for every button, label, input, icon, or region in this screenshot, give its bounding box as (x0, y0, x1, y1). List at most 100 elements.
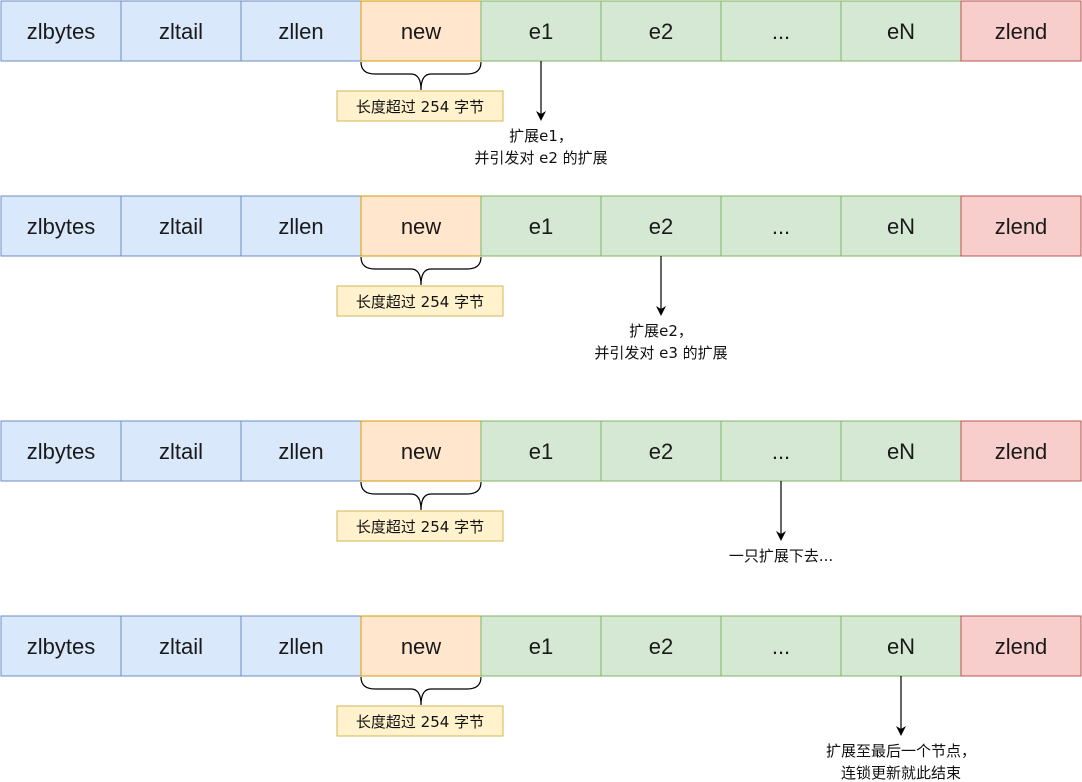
cell-zltail: zltail (120, 195, 242, 257)
cell-en: eN (840, 195, 962, 257)
cell-label: zltail (159, 19, 203, 44)
cell-label: ... (772, 439, 790, 464)
new-brace (360, 61, 482, 91)
cell-label: e1 (529, 19, 553, 44)
cell-box (720, 195, 842, 257)
cell-box (240, 195, 362, 257)
cell-label: new (401, 634, 441, 659)
cell-box (600, 0, 722, 62)
cell-zltail: zltail (120, 615, 242, 677)
cell-e1: e1 (480, 195, 602, 257)
propagation-note: 扩展e2， 并引发对 e3 的扩展 (594, 322, 727, 362)
cell-label: eN (887, 19, 915, 44)
cell-box (120, 195, 242, 257)
new-size-label: 长度超过 254 字节 (336, 510, 504, 542)
cell-box (240, 420, 362, 482)
cell-zlbytes: zlbytes (0, 420, 122, 482)
cell-label: ... (772, 19, 790, 44)
cell-new: new (360, 195, 482, 257)
cell-box (0, 615, 122, 677)
cell-label: e2 (649, 19, 673, 44)
note-line: 扩展e2， (629, 322, 693, 340)
new-size-label: 长度超过 254 字节 (336, 285, 504, 317)
cell-e1: e1 (480, 0, 602, 62)
label-text: 长度超过 254 字节 (356, 713, 484, 731)
cell-box (480, 195, 602, 257)
cell-box (960, 195, 1082, 257)
new-size-label: 长度超过 254 字节 (336, 705, 504, 737)
cell-zllen: zllen (240, 615, 362, 677)
cell-box (480, 0, 602, 62)
cell-label: zlend (995, 634, 1048, 659)
cell-box (360, 195, 482, 257)
cell-label: e1 (529, 439, 553, 464)
cell-label: zltail (159, 214, 203, 239)
cell-e2: e2 (600, 0, 722, 62)
cell-label: zllen (278, 634, 323, 659)
cell-zlend: zlend (960, 0, 1082, 62)
new-brace (360, 676, 482, 706)
cell-ellipsis: ... (720, 615, 842, 677)
cell-label: zltail (159, 439, 203, 464)
cell-label: zllen (278, 214, 323, 239)
cell-label: e1 (529, 634, 553, 659)
label-box (336, 285, 504, 317)
cell-box (600, 420, 722, 482)
note-line: 连锁更新就此结束 (841, 764, 961, 782)
cell-box (720, 0, 842, 62)
cell-zlend: zlend (960, 615, 1082, 677)
cell-zllen: zllen (240, 420, 362, 482)
cell-label: e2 (649, 439, 673, 464)
note-line: 扩展至最后一个节点， (826, 742, 976, 760)
cell-box (960, 420, 1082, 482)
cell-e2: e2 (600, 615, 722, 677)
cell-zlbytes: zlbytes (0, 615, 122, 677)
new-size-label: 长度超过 254 字节 (336, 90, 504, 122)
cell-label: zlend (995, 19, 1048, 44)
cell-ellipsis: ... (720, 195, 842, 257)
cell-box (360, 420, 482, 482)
cell-box (0, 0, 122, 62)
cell-box (840, 195, 962, 257)
label-text: 长度超过 254 字节 (356, 518, 484, 536)
cell-new: new (360, 420, 482, 482)
cell-box (960, 0, 1082, 62)
cell-box (120, 420, 242, 482)
cell-label: zlend (995, 439, 1048, 464)
cell-label: new (401, 214, 441, 239)
cell-zltail: zltail (120, 0, 242, 62)
cell-label: zllen (278, 19, 323, 44)
cell-zlend: zlend (960, 420, 1082, 482)
cell-box (840, 615, 962, 677)
propagation-note: 扩展e1，并引发对 e2 的扩展 (474, 127, 607, 167)
cell-box (240, 615, 362, 677)
cell-label: e2 (649, 634, 673, 659)
cell-box (0, 420, 122, 482)
cell-box (120, 0, 242, 62)
new-brace (360, 256, 482, 286)
cell-e2: e2 (600, 195, 722, 257)
cell-label: zlbytes (27, 19, 95, 44)
cell-box (360, 0, 482, 62)
cell-en: eN (840, 615, 962, 677)
label-text: 长度超过 254 字节 (356, 98, 484, 116)
cell-label: ... (772, 214, 790, 239)
cell-box (240, 0, 362, 62)
cell-label: e2 (649, 214, 673, 239)
cell-zllen: zllen (240, 195, 362, 257)
note-line: 并引发对 e3 的扩展 (594, 344, 727, 362)
note-line: 并引发对 e2 的扩展 (474, 149, 607, 167)
cell-e1: e1 (480, 420, 602, 482)
cell-label: zlend (995, 214, 1048, 239)
cell-zltail: zltail (120, 420, 242, 482)
label-box (336, 705, 504, 737)
cell-box (720, 420, 842, 482)
cell-e1: e1 (480, 615, 602, 677)
cell-zlbytes: zlbytes (0, 0, 122, 62)
cell-box (600, 615, 722, 677)
